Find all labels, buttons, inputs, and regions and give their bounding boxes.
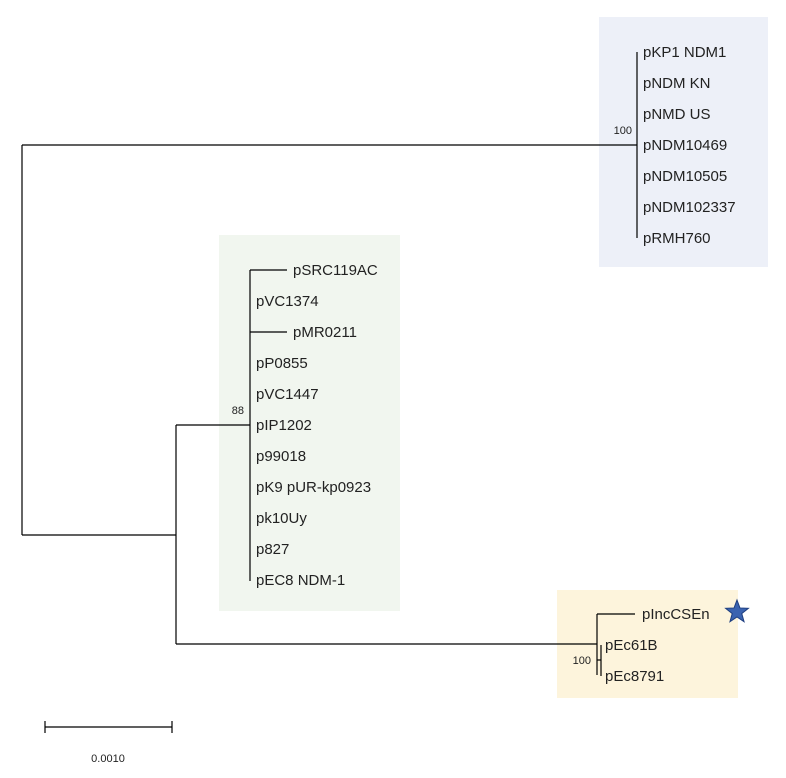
leaf-label: p827 <box>256 541 289 558</box>
leaf-label: pEC8 NDM-1 <box>256 572 345 589</box>
leaf-label: pEc61B <box>605 637 658 654</box>
star-icon <box>724 598 750 623</box>
leaf-label: pIP1202 <box>256 417 312 434</box>
middle-clade-support: 88 <box>232 405 244 417</box>
leaf-label: pVC1447 <box>256 386 319 403</box>
leaf-label: p99018 <box>256 448 306 465</box>
top-clade: 100 pKP1 NDM1 pNDM KN pNMD US pNDM10469 … <box>614 44 736 247</box>
leaf-label: pNDM KN <box>643 75 711 92</box>
leaf-label: pNMD US <box>643 106 711 123</box>
clade-box-top <box>599 17 768 267</box>
leaf-label: pk10Uy <box>256 510 307 527</box>
leaf-label: pRMH760 <box>643 230 711 247</box>
bottom-clade: 100 pIncCSEn pEc61B pEc8791 <box>573 598 750 685</box>
scale-bar: 0.0010 <box>44 721 173 765</box>
bottom-clade-support: 100 <box>573 655 591 667</box>
leaf-label: pNDM10505 <box>643 168 727 185</box>
leaf-label: pEc8791 <box>605 668 664 685</box>
leaf-label: pIncCSEn <box>642 606 710 623</box>
backbone-branches <box>21 144 637 645</box>
leaf-label: pKP1 NDM1 <box>643 44 726 61</box>
middle-clade: 88 pSRC119AC pVC1374 pMR0211 pP0855 pVC1… <box>232 262 378 589</box>
leaf-label: pP0855 <box>256 355 308 372</box>
leaf-label: pNDM102337 <box>643 199 736 216</box>
top-clade-support: 100 <box>614 125 632 137</box>
clade-box-middle <box>219 235 400 611</box>
leaf-label: pMR0211 <box>293 324 357 341</box>
leaf-label: pSRC119AC <box>293 262 378 279</box>
leaf-label: pVC1374 <box>256 293 319 310</box>
scale-bar-label: 0.0010 <box>91 753 125 765</box>
leaf-label: pNDM10469 <box>643 137 727 154</box>
leaf-label: pK9 pUR-kp0923 <box>256 479 371 496</box>
